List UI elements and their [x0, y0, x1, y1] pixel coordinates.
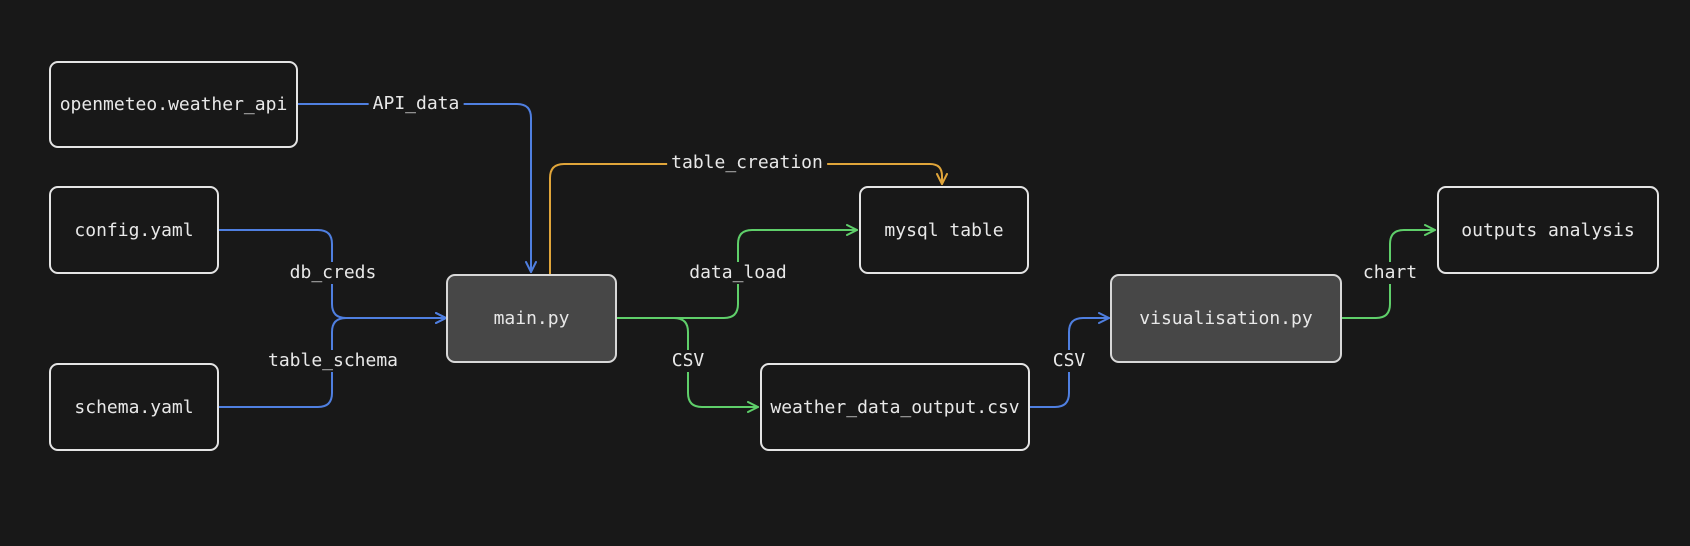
edge-label-csv-in: CSV	[1048, 350, 1090, 372]
edge-label-csv-out: CSV	[667, 350, 709, 372]
edge-label-api-data: API_data	[368, 93, 464, 115]
node-mysql-table[interactable]: mysql table	[859, 186, 1029, 274]
edge-label-chart: chart	[1358, 262, 1422, 284]
edge-label-db-creds: db_creds	[285, 262, 381, 284]
edge-label-table-schema: table_schema	[263, 350, 403, 372]
node-schema-yaml[interactable]: schema.yaml	[49, 363, 219, 451]
edge-label-table-creation: table_creation	[667, 152, 827, 174]
node-config-yaml[interactable]: config.yaml	[49, 186, 219, 274]
node-main-py[interactable]: main.py	[446, 274, 617, 363]
edge-api-data	[297, 103, 537, 273]
edge-label-data-load: data_load	[685, 262, 791, 284]
node-weather-api[interactable]: openmeteo.weather_api	[49, 61, 298, 148]
node-outputs-analysis[interactable]: outputs analysis	[1437, 186, 1659, 274]
node-visualisation-py[interactable]: visualisation.py	[1110, 274, 1342, 363]
node-weather-csv[interactable]: weather_data_output.csv	[760, 363, 1030, 451]
